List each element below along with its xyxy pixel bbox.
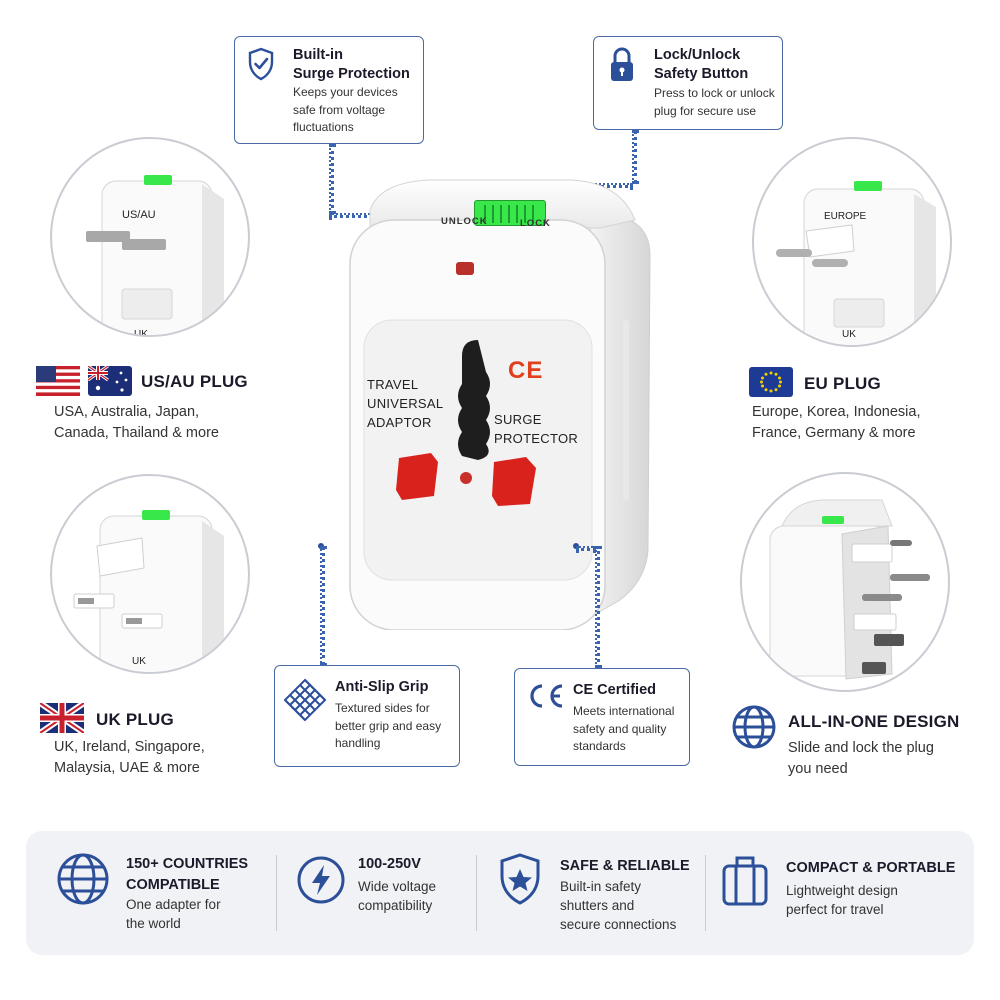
usau-image-label: US/AU <box>122 209 156 221</box>
adapter-right-text: SURGE PROTECTOR <box>494 410 578 448</box>
feature-safe-desc-line3: secure connections <box>560 917 677 932</box>
surge-desc-line1: Keeps your devices <box>293 85 398 99</box>
uk-desc-line2: Malaysia, UAE & more <box>54 759 200 776</box>
surge-connector-vertical <box>329 144 334 214</box>
feature-voltage-desc-line2: compatibility <box>358 898 433 913</box>
lock-label: LOCK <box>520 218 551 229</box>
ce-mark: CE <box>508 357 544 384</box>
shield-check-icon <box>247 47 275 86</box>
right-text-line2: PROTECTOR <box>494 431 579 446</box>
padlock-icon <box>607 45 637 90</box>
feature-safe-desc-line2: shutters and <box>560 898 635 913</box>
uk-image-label: UK <box>132 656 146 667</box>
uk-desc-line1: UK, Ireland, Singapore, <box>54 739 205 755</box>
ce-certified-callout: CE Certified Meets international safety a… <box>514 668 690 766</box>
left-text-line1: TRAVEL <box>367 377 419 392</box>
feature-countries-title-line1: 150+ Countries <box>126 856 249 872</box>
features-bar <box>26 831 974 955</box>
uk-plug-image: UK <box>50 474 250 674</box>
right-text-line1: SURGE <box>494 412 542 427</box>
feature-safe-title: Safe & Reliable <box>560 858 690 874</box>
all-in-one-desc-line1: Slide and lock the plug <box>788 740 934 756</box>
unlock-label: UNLOCK <box>441 216 488 227</box>
feature-voltage-desc-line1: Wide voltage <box>358 879 437 894</box>
lock-desc-line1: Press to lock or unlock <box>654 86 775 100</box>
grip-connector-vertical <box>320 546 325 666</box>
ce-desc-line2: safety and quality <box>573 721 667 736</box>
eu-plug-image: EUROPE UK <box>752 137 952 347</box>
feature-compact-desc-line1: Lightweight design <box>786 883 898 898</box>
surge-title-line2: Surge Protection <box>293 66 410 82</box>
lightning-icon <box>296 855 346 910</box>
usau-plug-title: US/AU PLUG <box>141 372 248 391</box>
usau-desc-line1: USA, Australia, Japan, <box>54 404 200 420</box>
feature-voltage-title: 100-250V <box>358 856 421 872</box>
lock-title-line2: Safety Button <box>654 66 749 82</box>
ce-connector-vertical <box>595 546 600 668</box>
ce-desc-line3: standards <box>573 739 626 753</box>
au-flag-icon <box>87 364 132 401</box>
lock-connector-vertical <box>632 130 637 184</box>
feature-countries-desc-line2: the world <box>126 916 181 931</box>
features-globe-icon <box>56 852 110 911</box>
us-flag-icon <box>36 366 80 401</box>
anti-slip-callout: Anti-Slip Grip Textured sides for better … <box>274 665 460 767</box>
ce-connector-horizontal <box>576 546 596 551</box>
lock-desc-line2: plug for secure use <box>654 103 757 118</box>
uk-flag-icon <box>38 700 86 738</box>
left-text-line2: UNIVERSAL <box>367 396 444 411</box>
surge-desc-line3: fluctuations <box>293 120 354 134</box>
usau-image-sublabel: UK <box>134 329 148 337</box>
surge-desc-line2: safe from voltage <box>293 102 386 117</box>
shield-star-icon <box>497 852 543 911</box>
grip-title: Anti-Slip Grip <box>335 679 429 695</box>
lock-title-line1: Lock/Unlock <box>654 47 741 63</box>
eu-desc-line1: Europe, Korea, Indonesia, <box>752 404 921 420</box>
feature-compact-desc-line2: perfect for travel <box>786 902 884 917</box>
eu-desc-line2: France, Germany & more <box>752 424 916 441</box>
suitcase-icon <box>720 852 770 913</box>
left-text-line3: ADAPTOR <box>367 415 432 430</box>
ce-title: CE Certified <box>573 682 656 698</box>
feature-divider-1 <box>276 855 277 931</box>
ce-mark-icon <box>525 683 565 714</box>
adapter-left-text: TRAVEL UNIVERSAL ADAPTOR <box>367 375 443 432</box>
usau-desc-line2: Canada, Thailand & more <box>54 424 219 441</box>
eu-image-sublabel: UK <box>842 329 856 340</box>
eu-flag-icon <box>749 367 793 402</box>
feature-countries-title-line2: Compatible <box>126 876 220 893</box>
all-in-one-desc-line2: you need <box>788 760 848 777</box>
globe-icon <box>731 704 777 755</box>
feature-divider-3 <box>705 855 706 931</box>
surge-title-line1: Built-in <box>293 47 343 63</box>
ce-desc-line1: Meets international <box>573 704 675 718</box>
uk-plug-title: UK PLUG <box>96 710 174 729</box>
grip-desc-line2: better grip and easy <box>335 718 442 733</box>
all-in-one-title: ALL-IN-ONE DESIGN <box>788 712 960 731</box>
eu-image-label: EUROPE <box>824 211 867 222</box>
adapter-product-image <box>330 160 660 631</box>
feature-countries-desc-line1: One adapter for <box>126 897 221 912</box>
usau-plug-image: US/AU UK <box>50 137 250 337</box>
eu-plug-title: EU PLUG <box>804 374 881 393</box>
grip-desc-line3: handling <box>335 736 381 750</box>
feature-safe-desc-line1: Built-in safety <box>560 879 642 894</box>
grip-desc-line1: Textured sides for <box>335 701 430 715</box>
diamond-pattern-icon <box>283 678 327 727</box>
feature-divider-2 <box>476 855 477 931</box>
lock-slider[interactable] <box>474 200 546 226</box>
feature-compact-title: Compact & Portable <box>786 860 956 876</box>
all-in-one-plug-image <box>740 472 950 692</box>
